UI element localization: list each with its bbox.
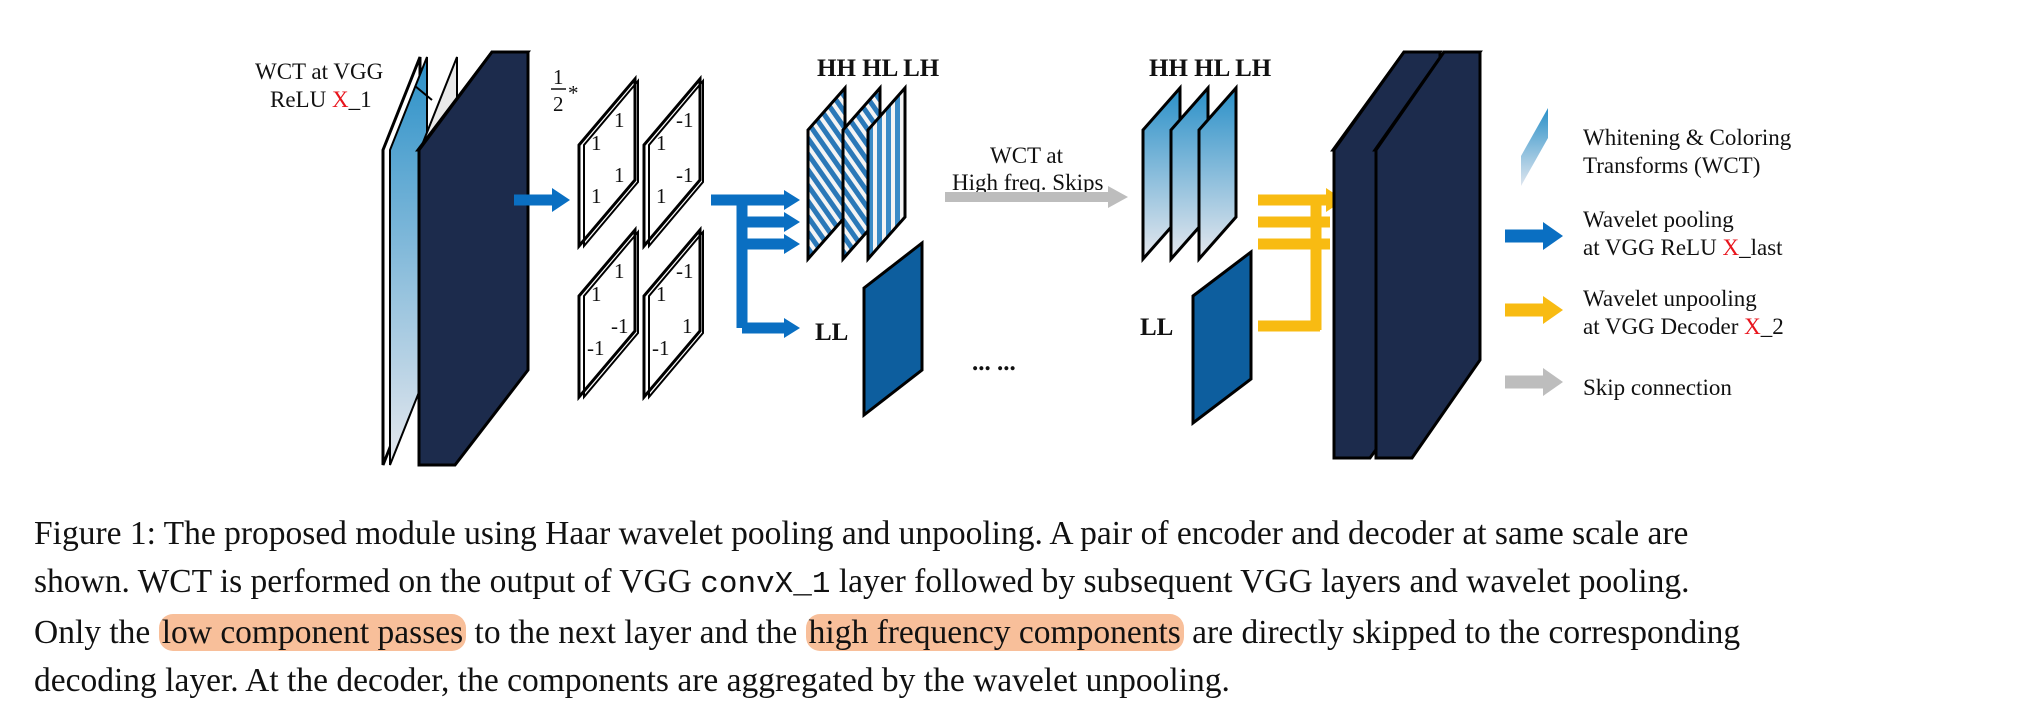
- decoder-high-bands: [1141, 84, 1238, 263]
- haar-filter-4: -1 1 1 -1: [642, 225, 704, 402]
- haar-filter-1: 1 1 1 1: [577, 74, 639, 251]
- legend-wct-line1: Whitening & Coloring: [1583, 125, 1792, 150]
- encoder-high-bands: [806, 84, 907, 263]
- svg-text:-1: -1: [587, 336, 605, 360]
- legend-pooling-line2: at VGG ReLU X_last: [1583, 235, 1783, 260]
- svg-text:1: 1: [591, 184, 602, 208]
- decoder-output-block: [1330, 50, 1483, 460]
- caption-line-4: decoding layer. At the decoder, the comp…: [34, 662, 1230, 699]
- legend-wct-line2: Transforms (WCT): [1583, 153, 1760, 178]
- svg-text:1: 1: [614, 259, 625, 283]
- svg-text:1: 1: [591, 131, 602, 155]
- skip-label-line2: High freq. Skips: [952, 170, 1103, 195]
- svg-text:-1: -1: [676, 259, 694, 283]
- legend-unpooling-line1: Wavelet unpooling: [1583, 286, 1757, 311]
- figure-caption: Figure 1: The proposed module using Haar…: [34, 510, 2024, 705]
- svg-text:-1: -1: [676, 163, 694, 187]
- svg-text:1: 1: [614, 163, 625, 187]
- svg-text:1: 1: [591, 282, 602, 306]
- scale-numerator: 1: [553, 65, 564, 89]
- legend-unpooling-line2: at VGG Decoder X_2: [1583, 314, 1784, 339]
- wct-block-icon: [1521, 108, 1548, 186]
- caption-line-3: Only the low component passes to the nex…: [34, 614, 1741, 651]
- caption-line-1: Figure 1: The proposed module using Haar…: [34, 515, 1689, 552]
- scale-star: *: [568, 81, 579, 105]
- input-label-line1: WCT at VGG: [255, 59, 383, 84]
- encoder-high-label: HH HL LH: [817, 55, 940, 82]
- svg-text:1: 1: [614, 108, 625, 132]
- arrow-head-icon: [552, 188, 570, 212]
- haar-filter-3: 1 1 -1 -1: [577, 225, 639, 402]
- highlight-low-component: low component passes: [158, 614, 467, 651]
- diagram: WCT at VGG ReLU X_1 1 2 * 1 1 1 1 -1 1 -…: [255, 50, 1792, 467]
- svg-text:1: 1: [656, 282, 667, 306]
- decoder-low-band: [1191, 248, 1253, 427]
- encoder-low-band: [862, 239, 924, 419]
- svg-text:1: 1: [682, 314, 693, 338]
- legend-skip-line1: Skip connection: [1583, 375, 1732, 400]
- legend-pooling-line1: Wavelet pooling: [1583, 207, 1734, 232]
- haar-filter-2: -1 1 -1 1: [642, 74, 704, 251]
- decoder-high-label: HH HL LH: [1149, 55, 1272, 82]
- ellipsis: ... ...: [972, 349, 1016, 376]
- code-convx1: convX_1: [700, 567, 831, 602]
- svg-text:1: 1: [656, 131, 667, 155]
- svg-text:-1: -1: [652, 336, 670, 360]
- legend: Whitening & Coloring Transforms (WCT) Wa…: [1505, 108, 1792, 400]
- pooling-fanout-arrows: [711, 190, 800, 338]
- scale-denominator: 2: [553, 92, 564, 116]
- svg-text:1: 1: [656, 184, 667, 208]
- skip-arrow-head-icon: [1108, 186, 1128, 208]
- unpooling-arrows: [1258, 188, 1344, 332]
- input-label-line2: ReLU X_1: [270, 87, 372, 112]
- skip-label-line1: WCT at: [990, 143, 1064, 168]
- encoder-low-label: LL: [815, 319, 848, 346]
- decoder-low-label: LL: [1140, 314, 1173, 341]
- svg-text:-1: -1: [676, 108, 694, 132]
- svg-text:-1: -1: [611, 314, 629, 338]
- input-feature-block: [381, 50, 532, 467]
- caption-line-2: shown. WCT is performed on the output of…: [34, 563, 1690, 602]
- highlight-high-frequency: high frequency components: [805, 614, 1184, 651]
